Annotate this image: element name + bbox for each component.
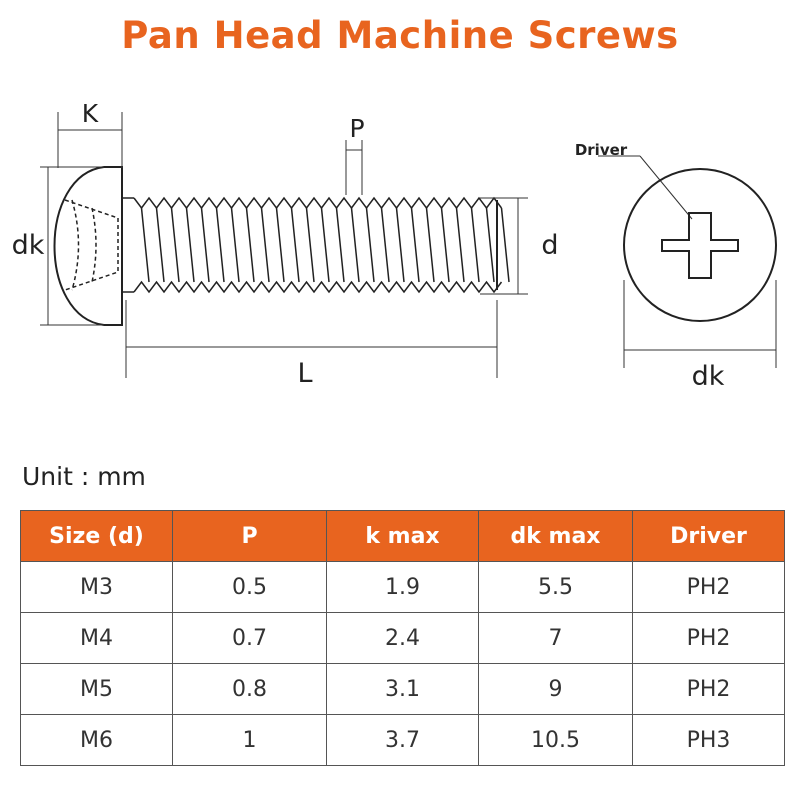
thread-profile bbox=[133, 196, 503, 210]
unit-label: Unit : mm bbox=[22, 462, 146, 491]
cell-k-max: 3.1 bbox=[326, 663, 479, 715]
label-l: L bbox=[297, 358, 312, 389]
cell-size: M5 bbox=[20, 663, 173, 715]
thread-line bbox=[425, 207, 435, 283]
thread-line bbox=[380, 207, 390, 283]
cell-dk-max: 9 bbox=[478, 663, 633, 715]
header-k-max: k max bbox=[326, 510, 479, 562]
thread-line bbox=[200, 207, 210, 283]
screw-diagram: K P dk d L Driver dk bbox=[12, 99, 777, 392]
thread-line bbox=[305, 207, 315, 283]
thread-profile bbox=[133, 280, 503, 294]
thread-line bbox=[365, 207, 375, 283]
cell-dk-max: 10.5 bbox=[478, 714, 633, 766]
head-recess bbox=[64, 199, 119, 291]
thread-line bbox=[170, 207, 180, 283]
thread-line bbox=[140, 207, 150, 283]
label-driver: Driver bbox=[575, 141, 628, 159]
thread-line bbox=[245, 207, 255, 283]
table-row: M3 0.5 1.9 5.5 PH2 bbox=[20, 561, 785, 613]
header-driver: Driver bbox=[632, 510, 785, 562]
cell-dk-max: 5.5 bbox=[478, 561, 633, 613]
cell-driver: PH2 bbox=[632, 612, 785, 664]
screw-side-view bbox=[53, 166, 510, 326]
thread-line bbox=[290, 207, 300, 283]
thread-line bbox=[350, 207, 360, 283]
cell-size: M4 bbox=[20, 612, 173, 664]
table-row: M5 0.8 3.1 9 PH2 bbox=[20, 663, 785, 715]
dimension-lines bbox=[40, 112, 777, 378]
cell-driver: PH3 bbox=[632, 714, 785, 766]
thread-line bbox=[185, 207, 195, 283]
thread-line bbox=[260, 207, 270, 283]
head-circle bbox=[623, 168, 777, 322]
thread-line bbox=[335, 207, 345, 283]
header-size: Size (d) bbox=[20, 510, 173, 562]
thread-line bbox=[470, 207, 480, 283]
thread-line bbox=[500, 207, 510, 283]
cell-k-max: 3.7 bbox=[326, 714, 479, 766]
thread-line bbox=[440, 207, 450, 283]
cell-dk-max: 7 bbox=[478, 612, 633, 664]
cell-pitch: 0.5 bbox=[172, 561, 327, 613]
thread-line bbox=[455, 207, 465, 283]
specification-table: Size (d) P k max dk max Driver M3 0.5 1.… bbox=[20, 510, 785, 766]
thread-line bbox=[320, 207, 330, 283]
table-row: M6 1 3.7 10.5 PH3 bbox=[20, 714, 785, 766]
label-dk-top: dk bbox=[692, 361, 725, 392]
table-header-row: Size (d) P k max dk max Driver bbox=[20, 510, 785, 562]
label-p: P bbox=[349, 114, 364, 143]
cell-k-max: 2.4 bbox=[326, 612, 479, 664]
header-dk-max: dk max bbox=[478, 510, 633, 562]
thread-line bbox=[485, 207, 495, 283]
screw-head bbox=[53, 166, 123, 326]
phillips-cross bbox=[661, 212, 739, 279]
cell-k-max: 1.9 bbox=[326, 561, 479, 613]
cell-size: M6 bbox=[20, 714, 173, 766]
cell-size: M3 bbox=[20, 561, 173, 613]
label-dk-side: dk bbox=[12, 230, 45, 261]
thread-line bbox=[275, 207, 285, 283]
cell-driver: PH2 bbox=[632, 663, 785, 715]
cell-driver: PH2 bbox=[632, 561, 785, 613]
screw-top-view bbox=[623, 168, 777, 322]
cell-pitch: 1 bbox=[172, 714, 327, 766]
thread-lines bbox=[133, 196, 510, 294]
thread-line bbox=[155, 207, 165, 283]
label-d: d bbox=[541, 230, 558, 261]
table-row: M4 0.7 2.4 7 PH2 bbox=[20, 612, 785, 664]
header-pitch: P bbox=[172, 510, 327, 562]
thread-line bbox=[230, 207, 240, 283]
page-title: Pan Head Machine Screws bbox=[121, 14, 679, 57]
thread-line bbox=[395, 207, 405, 283]
cell-pitch: 0.7 bbox=[172, 612, 327, 664]
thread-line bbox=[410, 207, 420, 283]
cell-pitch: 0.8 bbox=[172, 663, 327, 715]
label-k: K bbox=[82, 99, 99, 128]
thread-line bbox=[215, 207, 225, 283]
